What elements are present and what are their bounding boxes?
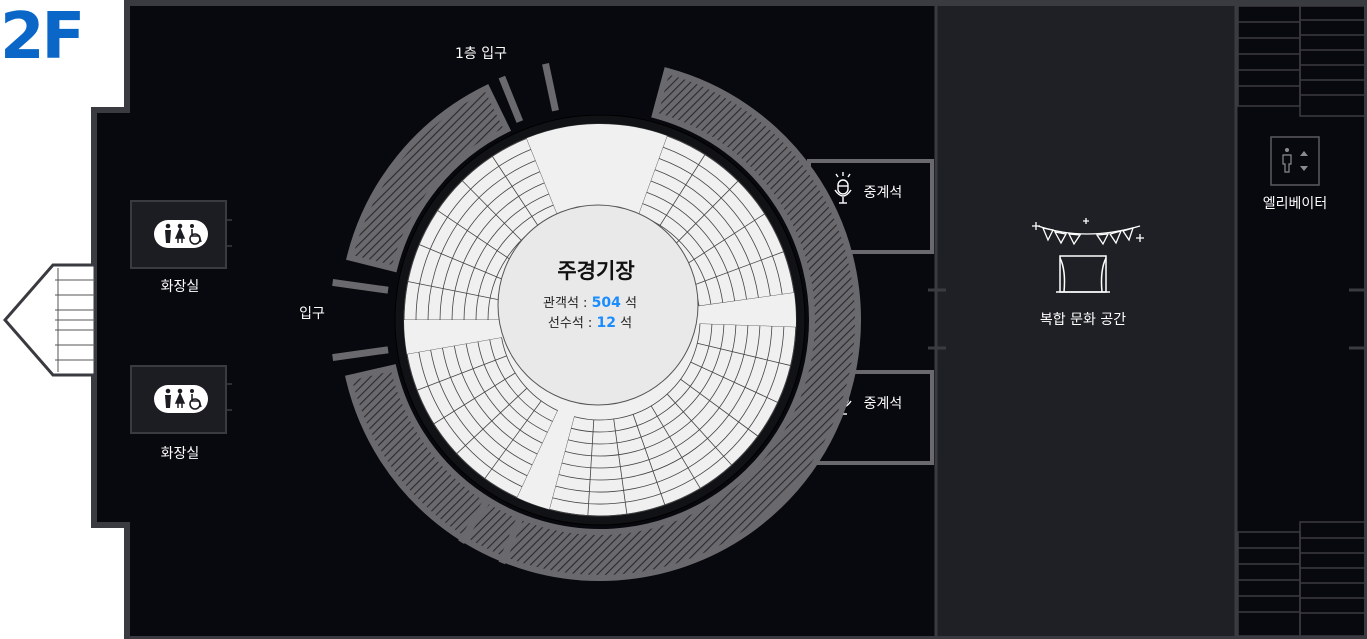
seat-row [555, 325, 773, 493]
left-staircase [3, 263, 97, 377]
right-staircase-bottom [1237, 521, 1366, 637]
restroom-bottom[interactable] [130, 365, 232, 434]
restroom-top[interactable] [130, 200, 232, 269]
aisle [699, 292, 796, 327]
seat-divider [690, 361, 778, 403]
seat-divider [587, 419, 595, 516]
seat-divider [650, 405, 701, 489]
elevator-icon[interactable] [1270, 136, 1320, 186]
seat-row [489, 339, 553, 422]
seat-row [453, 345, 538, 455]
seat-divider [666, 393, 733, 466]
garland-icon [1032, 218, 1144, 246]
restroom-top-label: 화장실 [161, 279, 200, 295]
seat-row [642, 203, 724, 303]
restroom-bottom-label: 화장실 [161, 446, 200, 462]
aisle [404, 320, 502, 355]
entrance-wall [498, 75, 524, 123]
seat-row [406, 353, 518, 498]
seat-divider [418, 244, 508, 282]
player-seats-label: 선수석 : [548, 316, 592, 331]
seat-row [558, 325, 761, 481]
arena-title: 주경기장 [557, 259, 634, 283]
seat-row [646, 191, 736, 302]
seat-divider [491, 156, 546, 237]
seat-row [477, 341, 548, 433]
seat-row [442, 347, 533, 466]
aisle [526, 123, 668, 228]
entrance-wall [332, 346, 389, 362]
restroom-icon [154, 385, 208, 413]
right-staircase-top [1237, 5, 1366, 117]
restroom-icon [154, 220, 208, 248]
seat-divider [461, 180, 530, 250]
main-arena[interactable] [332, 62, 861, 581]
seat-row [650, 180, 747, 300]
elevator-label: 엘리베이터 [1263, 196, 1327, 212]
seat-divider [683, 213, 765, 267]
seat-row [418, 351, 523, 488]
player-seats: 선수석 : 12 석 [548, 315, 632, 331]
floor-label: 2F [0, 0, 85, 74]
player-seats-count: 12 [596, 315, 615, 331]
spectator-seats: 관객석 : 504 석 [543, 295, 637, 311]
seat-divider [632, 414, 666, 506]
broadcast-bottom-label: 중계석 [864, 396, 903, 412]
seat-row [501, 337, 558, 411]
seat-divider [416, 355, 507, 391]
entrance-label: 입구 [299, 306, 325, 322]
center-stage [497, 204, 699, 406]
microphone-icon [834, 172, 852, 204]
entrance-wall [332, 278, 389, 294]
seat-row [549, 326, 797, 517]
seat-divider [456, 387, 528, 454]
arena-concourse [346, 84, 512, 273]
entrance-wall [498, 517, 524, 565]
seat-divider [484, 400, 542, 479]
seat-row [662, 146, 783, 295]
seat-row [654, 169, 759, 298]
culture-space-area[interactable] [937, 6, 1235, 636]
player-seats-unit: 석 [620, 316, 632, 331]
seat-divider [693, 251, 784, 286]
seat-divider [670, 180, 739, 250]
seat-divider [680, 378, 759, 437]
seat-row [666, 135, 795, 293]
spectator-seats-count: 504 [592, 295, 621, 311]
seat-row [574, 323, 701, 421]
culture-space-label: 복합 문화 공간 [1040, 312, 1126, 328]
seat-row [658, 157, 771, 297]
spectator-seats-unit: 석 [625, 296, 637, 311]
spectator-seats-label: 관객석 : [543, 296, 587, 311]
seat-divider [437, 210, 518, 265]
seat-row [465, 343, 543, 444]
aisle [517, 410, 575, 510]
seat-divider [433, 372, 516, 425]
broadcast-top-label: 중계석 [864, 185, 903, 201]
seat-row [561, 325, 749, 469]
entrance-wall [458, 499, 490, 545]
seat-row [430, 349, 528, 477]
seat-row [567, 324, 725, 445]
arena-concourse [345, 67, 861, 581]
seat-row [564, 324, 737, 457]
seat-row [552, 326, 785, 505]
entrance-wall [542, 62, 559, 112]
stage-icon [1056, 255, 1110, 293]
seat-divider [653, 154, 706, 236]
entrance-first-floor-label: 1층 입구 [455, 46, 507, 62]
seat-divider [697, 342, 791, 366]
seat-row [570, 323, 713, 433]
seat-divider [613, 418, 628, 515]
seat-divider [407, 281, 503, 301]
